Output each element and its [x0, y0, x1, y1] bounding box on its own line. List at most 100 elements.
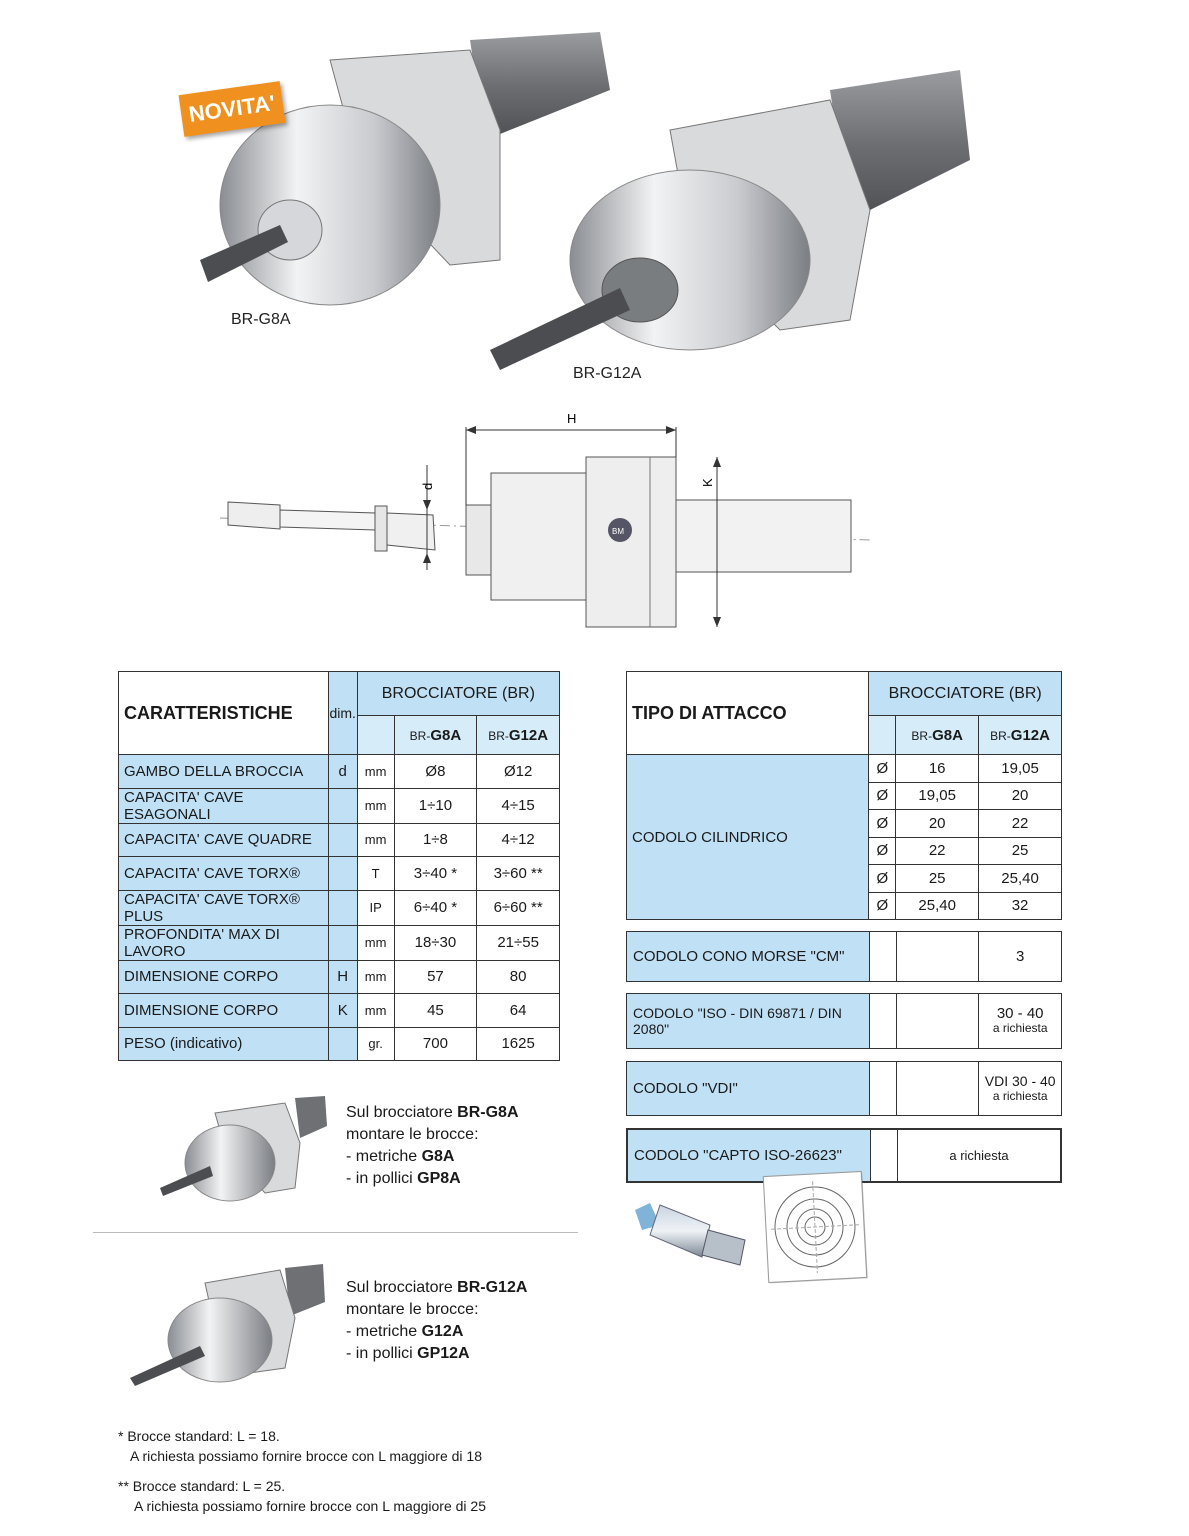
- capto-tool-image: [635, 1203, 746, 1266]
- row-value-g8a: 1÷10: [393, 787, 478, 824]
- row-value-g8a: 20: [895, 809, 980, 838]
- row-value-g8a: 57: [393, 959, 478, 994]
- row-value-g8a: 700: [393, 1026, 478, 1061]
- row-symbol: Ø: [868, 781, 897, 810]
- row-value-g8a: 19,05: [895, 781, 980, 810]
- vdi-label: CODOLO "VDI": [627, 1062, 870, 1115]
- mount-note-br-g12a: Sul brocciatore BR-G12A montare le brocc…: [346, 1279, 528, 1362]
- row-label: PESO (indicativo): [118, 1026, 329, 1061]
- capto-row: CODOLO "CAPTO ISO-26623" a richiesta: [626, 1128, 1062, 1183]
- iso-row: CODOLO "ISO - DIN 69871 / DIN 2080" 30 -…: [626, 993, 1062, 1049]
- row-value-g12a: 20: [978, 781, 1062, 810]
- morse-value: 3: [1016, 948, 1025, 965]
- row-label: DIMENSIONE CORPO: [118, 993, 329, 1028]
- row-value-g12a: 80: [476, 959, 560, 994]
- row-value-g12a: 4÷15: [476, 787, 560, 824]
- table1-title: CARATTERISTICHE: [118, 671, 329, 755]
- row-symbol: Ø: [868, 864, 897, 893]
- dim-d-label: d: [420, 483, 435, 490]
- row-symbol: Ø: [868, 754, 897, 783]
- row-value-g12a: 64: [476, 993, 560, 1028]
- row-symbol: Ø: [868, 891, 897, 920]
- row-value-g8a: 3÷40 *: [393, 856, 478, 891]
- row-symbol: Ø: [868, 836, 897, 865]
- row-value-g12a: 1625: [476, 1026, 560, 1061]
- mount-image-br-g12a: [130, 1264, 325, 1386]
- row-label: CAPACITA' CAVE ESAGONALI: [118, 787, 329, 824]
- dim-k-label: K: [700, 478, 715, 487]
- row-dim: [327, 889, 358, 926]
- row-label: DIMENSIONE CORPO: [118, 959, 329, 994]
- row-value-g12a: 19,05: [978, 754, 1062, 783]
- row-unit: T: [356, 856, 395, 891]
- row-value-g8a: 6÷40 *: [393, 889, 478, 926]
- row-dim: d: [327, 754, 358, 789]
- morse-label: CODOLO CONO MORSE "CM": [627, 932, 870, 981]
- product-image-br-g8a: [200, 32, 610, 306]
- table1-dim-header: dim.: [327, 671, 358, 755]
- row-unit: mm: [356, 959, 395, 994]
- table1-col-g8a: BR-G8A: [393, 715, 478, 755]
- table1-col-g12a: BR-G12A: [476, 715, 560, 755]
- mount-image-br-g8a: [160, 1096, 327, 1202]
- product-image-br-g12a: [490, 70, 970, 370]
- technical-drawing: d BM H K: [220, 411, 870, 628]
- row-value-g12a: 25,40: [978, 864, 1062, 893]
- table1-group-header: BROCCIATORE (BR): [356, 671, 561, 716]
- footnote-1: * Brocce standard: L = 18. A richiesta p…: [118, 1428, 482, 1464]
- morse-row: CODOLO CONO MORSE "CM" 3: [626, 931, 1062, 982]
- row-unit: mm: [356, 993, 395, 1028]
- table2-group-header: BROCCIATORE (BR): [868, 671, 1062, 716]
- row-dim: [327, 822, 358, 857]
- row-value-g8a: 22: [895, 836, 980, 865]
- row-label: PROFONDITA' MAX DI LAVORO: [118, 924, 329, 961]
- row-dim: [327, 1026, 358, 1061]
- capto-label: CODOLO "CAPTO ISO-26623": [628, 1130, 871, 1181]
- row-value-g8a: 18÷30: [393, 924, 478, 961]
- row-value-g8a: 25,40: [895, 891, 980, 920]
- row-value-g12a: 32: [978, 891, 1062, 920]
- mount-note-br-g8a: Sul brocciatore BR-G8A montare le brocce…: [346, 1104, 519, 1187]
- row-label: CAPACITA' CAVE TORX®: [118, 856, 329, 891]
- row-value-g12a: 25: [978, 836, 1062, 865]
- row-unit: mm: [356, 787, 395, 824]
- attachment-type-table: TIPO DI ATTACCO BROCCIATORE (BR) BR-G8A …: [625, 671, 1062, 920]
- cylindrical-label: CODOLO CILINDRICO: [625, 754, 870, 920]
- row-value-g12a: 21÷55: [476, 924, 560, 961]
- caption-br-g12a: BR-G12A: [573, 365, 642, 382]
- row-value-g12a: Ø12: [476, 754, 560, 789]
- row-symbol: Ø: [868, 809, 897, 838]
- caption-br-g8a: BR-G8A: [231, 311, 291, 328]
- table2-title: TIPO DI ATTACCO: [625, 671, 870, 755]
- dim-h-label: H: [567, 411, 576, 426]
- row-unit: IP: [356, 889, 395, 926]
- row-unit: mm: [356, 822, 395, 857]
- footnote-2: ** Brocce standard: L = 25. A richiesta …: [118, 1478, 486, 1514]
- row-unit: mm: [356, 924, 395, 961]
- novita-text: NOVITA': [187, 90, 277, 127]
- row-value-g8a: 45: [393, 993, 478, 1028]
- row-value-g8a: 1÷8: [393, 822, 478, 857]
- iso-label: CODOLO "ISO - DIN 69871 / DIN 2080": [627, 994, 870, 1048]
- capto-value: a richiesta: [949, 1148, 1009, 1163]
- row-label: GAMBO DELLA BROCCIA: [118, 754, 329, 789]
- row-dim: K: [327, 993, 358, 1028]
- row-unit: gr.: [356, 1026, 395, 1061]
- table2-col-g8a: BR-G8A: [895, 715, 980, 755]
- row-dim: H: [327, 959, 358, 994]
- row-dim: [327, 787, 358, 824]
- row-dim: [327, 924, 358, 961]
